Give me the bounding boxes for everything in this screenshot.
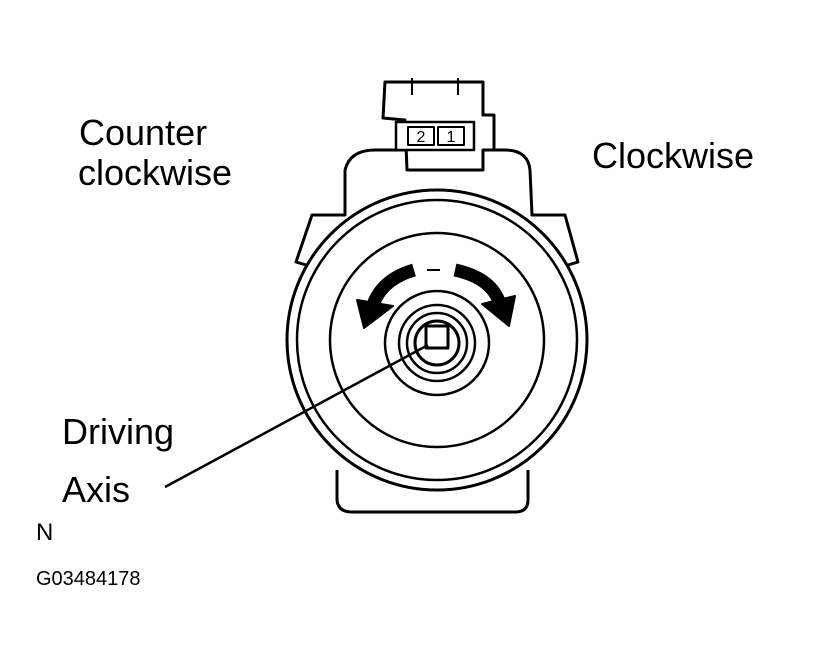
driving-axis-square bbox=[424, 324, 450, 350]
housing-outline bbox=[294, 148, 580, 514]
connector-pin-2-box bbox=[407, 126, 435, 146]
corner-letter: N bbox=[36, 519, 54, 546]
inner-ring bbox=[328, 231, 546, 449]
clockwise-arrow-icon bbox=[453, 263, 516, 327]
counter-clockwise-label-line1: Counter bbox=[79, 112, 208, 153]
figure-code: G03484178 bbox=[36, 568, 141, 590]
counter-clockwise-arrow-icon bbox=[356, 263, 417, 329]
driving-axis-label-line1: Driving bbox=[62, 411, 175, 452]
connector-pin-1-box bbox=[437, 126, 465, 146]
connector-pin-1-label: 1 bbox=[447, 129, 456, 146]
driving-axis-leader-line bbox=[164, 343, 429, 489]
connector-pin-2-label: 2 bbox=[417, 129, 426, 146]
outer-ring-1 bbox=[285, 188, 589, 492]
outer-ring-2 bbox=[295, 198, 579, 482]
hub bbox=[383, 289, 491, 397]
connector: 2 1 bbox=[381, 78, 496, 172]
driving-axis-label-line2: Axis bbox=[62, 469, 131, 510]
clockwise-label: Clockwise bbox=[592, 135, 755, 176]
counter-clockwise-label-line2: clockwise bbox=[78, 152, 233, 193]
